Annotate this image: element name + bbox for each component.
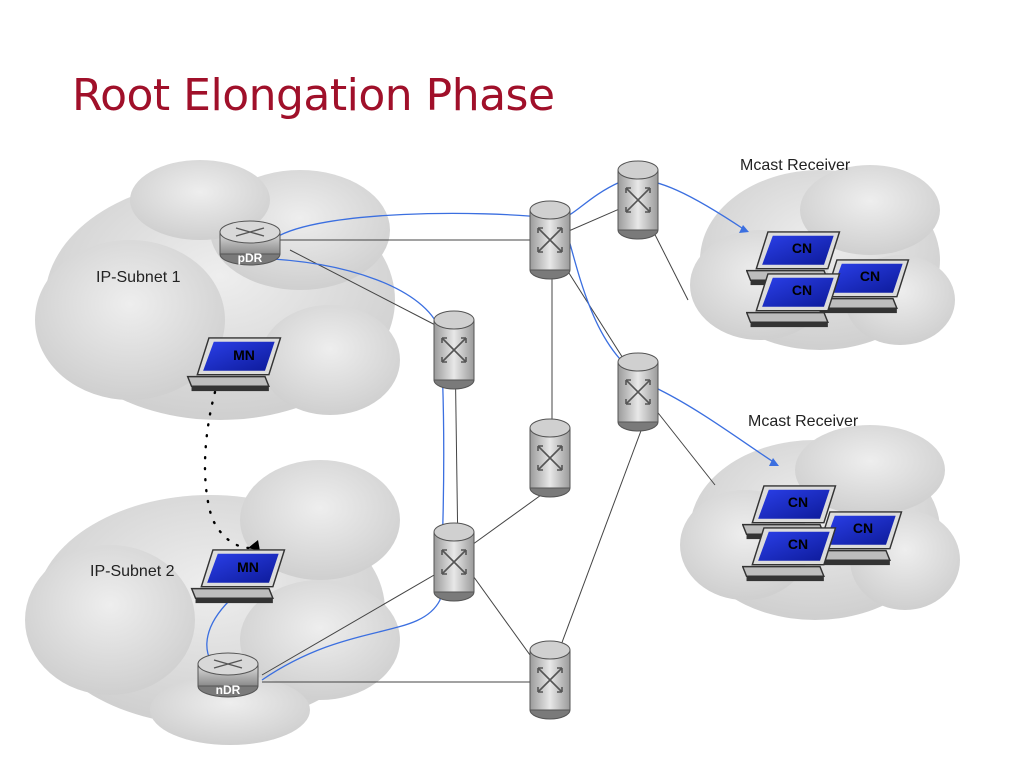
mn-label: MN xyxy=(237,559,259,575)
subnet2-label: IP-Subnet 2 xyxy=(90,563,175,580)
cn-laptop[interactable]: CN xyxy=(742,527,837,582)
arrow-icon xyxy=(739,225,779,466)
router-icon[interactable] xyxy=(433,310,475,390)
cn-laptop[interactable]: CN xyxy=(742,485,837,540)
cn-label: CN xyxy=(853,520,873,536)
receiver2-label: Mcast Receiver xyxy=(748,413,859,430)
router-icon xyxy=(213,659,243,669)
cn-laptop[interactable]: CN xyxy=(815,259,910,314)
cn-label: CN xyxy=(788,494,808,510)
slide-title: Root Elongation Phase xyxy=(72,70,555,121)
cn-label: CN xyxy=(860,268,880,284)
cn-label: CN xyxy=(788,536,808,552)
cloud-icon xyxy=(25,460,400,745)
arrow-icon xyxy=(248,540,260,551)
cn-laptop[interactable]: CN xyxy=(746,231,841,286)
router-icon[interactable] xyxy=(617,160,659,240)
mobile-node-new[interactable]: MN xyxy=(190,549,286,604)
router-icon xyxy=(235,227,265,237)
pdr-label: pDR xyxy=(238,251,263,265)
router-icon[interactable] xyxy=(529,418,571,498)
cn-laptop[interactable]: CN xyxy=(746,273,841,328)
router-icon[interactable] xyxy=(529,200,571,280)
cn-label: CN xyxy=(792,240,812,256)
router-icon[interactable] xyxy=(529,640,571,720)
router-icon[interactable] xyxy=(617,352,659,432)
receiver1-label: Mcast Receiver xyxy=(740,157,851,174)
ndr-label: nDR xyxy=(216,683,241,697)
router-icon[interactable] xyxy=(433,522,475,602)
cn-laptop[interactable]: CN xyxy=(808,511,903,566)
cn-label: CN xyxy=(792,282,812,298)
mn-label: MN xyxy=(233,347,255,363)
ndr-router[interactable]: nDR xyxy=(197,652,259,698)
mobile-node-old[interactable]: MN xyxy=(186,337,282,392)
subnet1-label: IP-Subnet 1 xyxy=(96,269,181,286)
pdr-router[interactable]: pDR xyxy=(219,220,281,266)
